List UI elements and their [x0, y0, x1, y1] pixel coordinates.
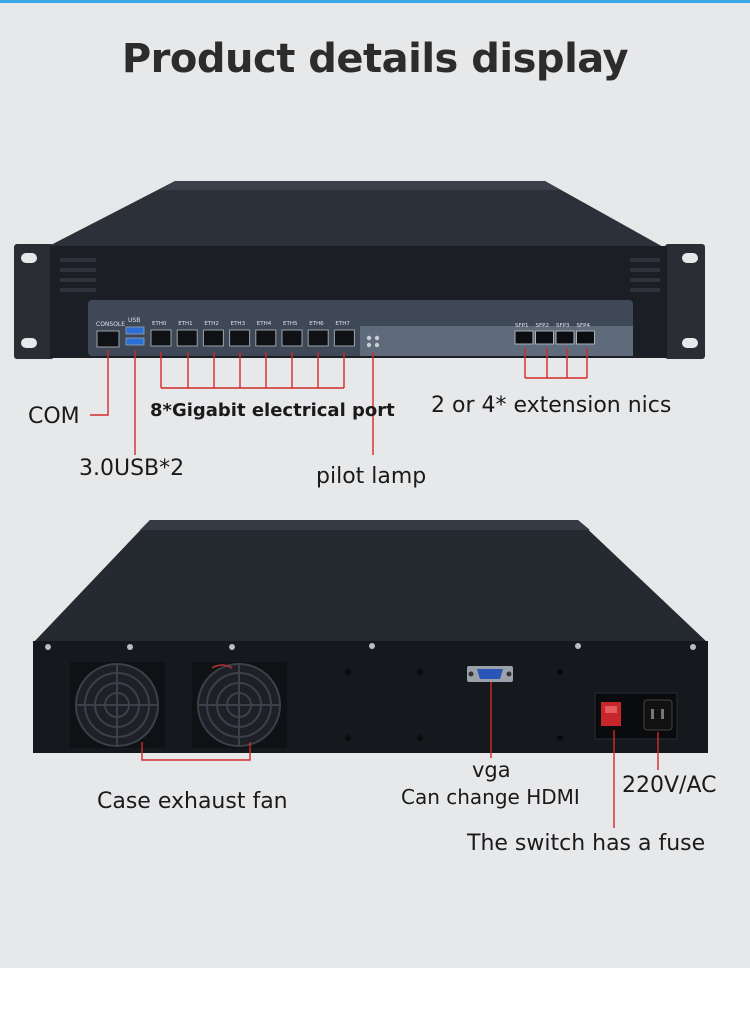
eth-port-label: ETH2: [204, 321, 218, 327]
eth-port: [255, 329, 277, 347]
rear-callout-lines: [141, 682, 659, 828]
sfp-ports: SFP1 SFP2 SFP3 SFP4: [514, 323, 595, 345]
ethernet-ports: ETH0 ETH1 ETH2 ETH3 ETH4 ETH5 ETH6 ETH7: [150, 321, 355, 347]
sfp-port: [514, 330, 534, 345]
front-device-top: [45, 181, 665, 248]
power-socket: [643, 699, 673, 731]
sfp-port-label: SFP4: [577, 323, 591, 329]
sfp-port-label: SFP3: [556, 323, 570, 329]
sfp-port: [535, 330, 554, 345]
console-port-label: CONSOLE: [96, 321, 125, 328]
eth-port-label: ETH3: [231, 321, 246, 327]
eth-port-label: ETH5: [283, 321, 298, 327]
sfp-port-label: SFP2: [536, 323, 549, 329]
usb-port-label: USB: [128, 317, 140, 324]
usb-label: 3.0USB*2: [79, 456, 185, 481]
eth-port: [229, 329, 251, 347]
background-panel: [0, 0, 750, 968]
right-rack-ear: [665, 244, 705, 359]
eth-port-label: ETH0: [152, 321, 167, 327]
vga-label: vga: [472, 758, 511, 782]
switch-label: The switch has a fuse: [467, 831, 706, 856]
hdmi-label: Can change HDMI: [401, 785, 580, 809]
eth-port-label: ETH7: [335, 321, 350, 327]
accent-line: [0, 0, 750, 3]
exhaust-fan-2: [192, 662, 287, 748]
power-label: 220V/AC: [622, 773, 717, 798]
sfp-port: [555, 330, 575, 345]
front-callout-lines: [90, 348, 588, 455]
eth-port: [333, 329, 355, 347]
eth-port: [150, 329, 172, 347]
console-port: [96, 330, 120, 348]
pilot-lamp-2: [374, 335, 380, 341]
exhaust-fan-1: [70, 662, 165, 748]
pilot-lamp-label: pilot lamp: [316, 464, 427, 489]
eth-port: [202, 329, 224, 347]
com-label: COM: [28, 404, 80, 429]
power-module: [594, 692, 678, 740]
ethernet-label: 8*Gigabit electrical port: [150, 400, 395, 421]
sfp-port-label: SFP1: [515, 323, 528, 329]
eth-port: [307, 329, 329, 347]
fan-label: Case exhaust fan: [97, 789, 288, 814]
front-device: CONSOLE USB ETH0 ETH1 ETH2 ETH3 ETH4 ETH5 ETH6…: [14, 181, 705, 359]
eth-port-label: ETH6: [309, 321, 324, 327]
pilot-lamp-1: [366, 335, 372, 341]
eth-port: [281, 329, 303, 347]
eth-port-label: ETH1: [178, 321, 192, 327]
sfp-port: [576, 330, 595, 345]
eth-port-label: ETH4: [257, 321, 272, 327]
left-rack-ear: [14, 244, 54, 359]
rear-device: [33, 520, 708, 753]
extension-nics-label: 2 or 4* extension nics: [431, 393, 672, 418]
usb-port-1: [125, 326, 145, 335]
vga-port: [467, 666, 513, 682]
page-title: Product details display: [121, 36, 629, 82]
rear-device-top: [33, 520, 708, 643]
eth-port: [176, 329, 198, 347]
usb-port-2: [125, 337, 145, 346]
power-switch: [601, 702, 621, 726]
